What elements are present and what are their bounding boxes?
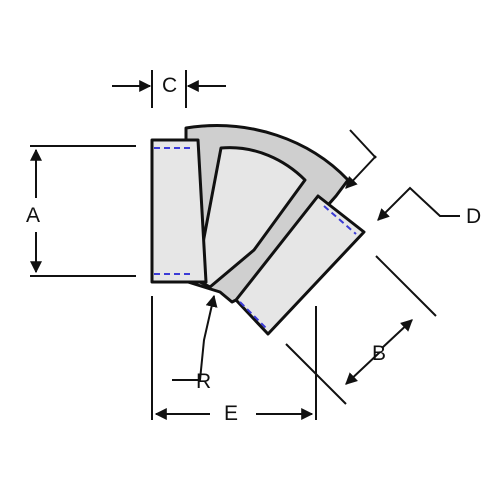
label-b: B — [372, 342, 386, 365]
dim-b-arrow-down — [345, 351, 381, 385]
dim-d-leader — [377, 186, 460, 221]
dimension-lines — [30, 70, 460, 420]
dim-r-leader — [172, 294, 218, 381]
dim-d-arrow-top — [345, 155, 377, 189]
fitting-inner-web — [194, 146, 307, 289]
label-e: E — [224, 402, 238, 425]
dim-b-ext-bottom — [285, 343, 347, 405]
left-socket — [150, 138, 208, 284]
right-socket — [234, 194, 366, 336]
right-socket-top-depth — [323, 205, 357, 235]
dim-b-ext-top — [375, 255, 437, 317]
dim-b-arrow-up — [381, 319, 413, 349]
elbow-fitting — [150, 124, 366, 336]
label-d: D — [466, 205, 481, 228]
label-a: A — [26, 204, 40, 227]
label-c: C — [162, 74, 177, 97]
right-socket-bottom-depth — [239, 301, 269, 331]
dim-d-ext-top — [349, 129, 377, 159]
label-r: R — [196, 370, 211, 393]
socket-depth-lines — [154, 147, 357, 331]
